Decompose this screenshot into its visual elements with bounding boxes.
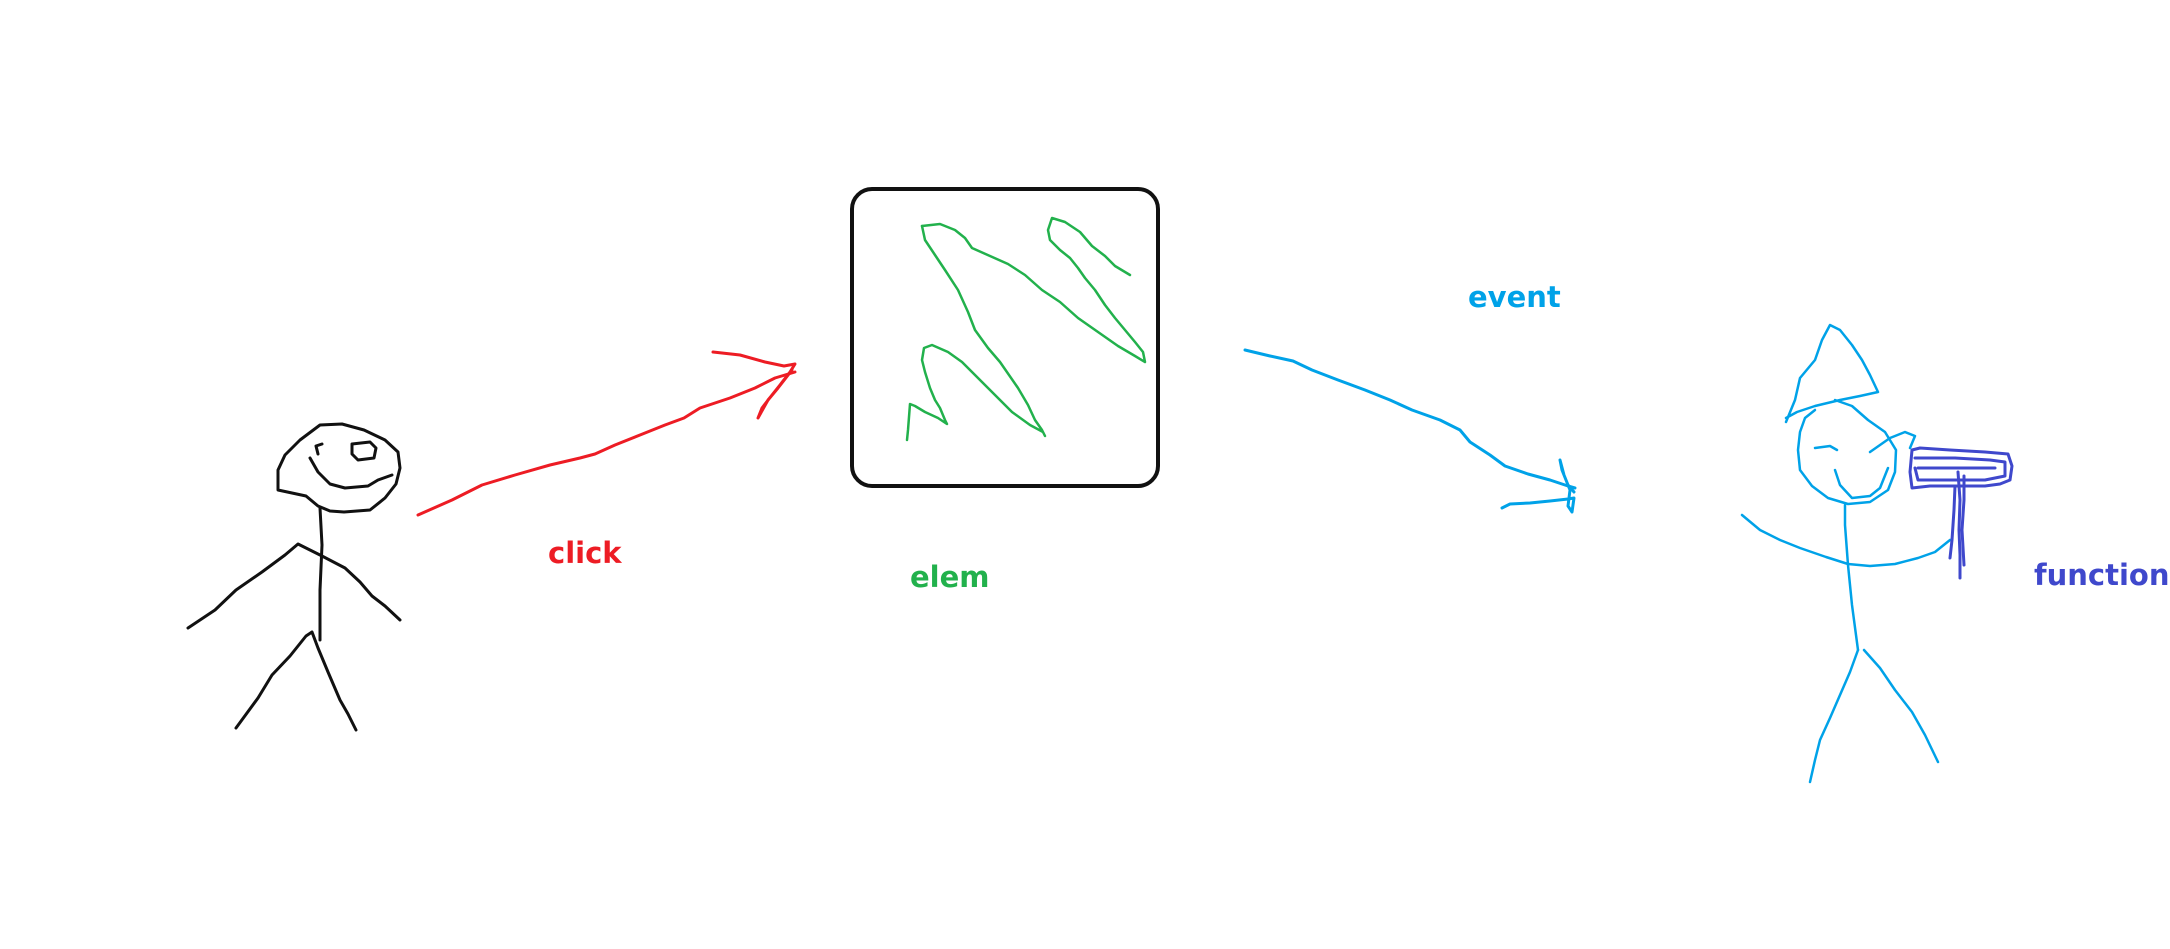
handler-smile (1833, 466, 1890, 500)
user-legs (234, 630, 358, 732)
elem-box-border (850, 187, 1160, 488)
event-arrow-shaft (1243, 348, 1577, 490)
user-smile (308, 456, 394, 490)
event-arrow-head (1500, 458, 1576, 514)
handler-eye (1813, 444, 1839, 452)
event-label: event (1468, 280, 1561, 314)
user-glasses (350, 440, 378, 462)
click-arrow-icon (416, 350, 797, 517)
click-arrow-shaft (416, 370, 797, 517)
user-stick-figure-icon (186, 422, 402, 732)
elem-scribbles (905, 216, 1147, 442)
handler-arms (1740, 513, 1952, 568)
click-arrow-head (711, 350, 797, 420)
user-eye (314, 442, 324, 456)
handler-legs (1808, 648, 1940, 784)
function-label: function (2034, 558, 2170, 592)
click-label: click (548, 536, 622, 570)
user-head (276, 422, 402, 514)
handler-body (1843, 503, 1860, 652)
elem-label: elem (910, 560, 990, 594)
handler-camera-lens-frame (1868, 430, 1917, 454)
handler-stick-figure-icon (1740, 323, 2014, 784)
user-body (318, 506, 324, 642)
user-arms (186, 542, 402, 630)
elem-box-icon (850, 187, 1160, 488)
camera-icon (1908, 446, 2014, 580)
event-arrow-icon (1243, 348, 1577, 514)
handler-head (1796, 398, 1898, 506)
handler-hat (1784, 323, 1880, 424)
